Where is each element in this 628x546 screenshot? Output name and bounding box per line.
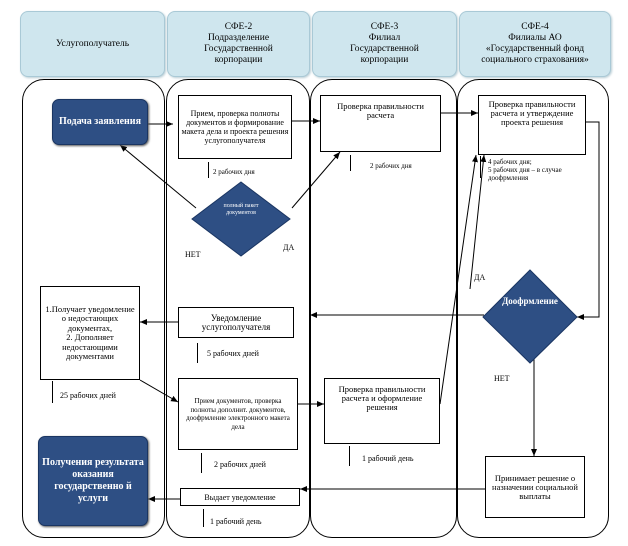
header-sfe3: СФЕ-3 Филиал Государственной корпорации [312, 11, 457, 77]
timing-3: 4 рабочих дня; 5 рабочих дня – в случае … [488, 158, 588, 182]
notify-recipient-box: Уведомление услугополучателя [178, 307, 294, 338]
header-sfe3-text: СФЕ-3 Филиал Государственной корпорации [350, 22, 419, 65]
decision-text: Принимает решение о назначении социально… [492, 472, 578, 501]
timing-tick-7 [349, 446, 350, 466]
timing-tick-4 [197, 343, 198, 363]
result-text: Получения результата оказания государств… [42, 457, 144, 504]
timing-tick-6 [201, 453, 202, 473]
recipient-actions-box: 1.Получает уведомление о недостающих док… [40, 286, 140, 380]
header-recipient-text: Услугополучатель [55, 38, 130, 49]
label-yes-right: ДА [474, 273, 486, 282]
receive-check-text: Прием, проверка полноты документов и фор… [181, 109, 289, 145]
full-package-text: полный пакет документов [223, 203, 259, 216]
timing-tick-2 [350, 155, 351, 171]
submit-text: Подача заявления [59, 116, 141, 127]
timing-6: 2 рабочих дней [214, 460, 266, 469]
timing-7: 1 рабочий день [362, 454, 414, 463]
header-sfe2-text: СФЕ-2 Подразделение Государственной корп… [204, 22, 273, 65]
timing-3-text: 4 рабочих дня; 5 рабочих дня – в случае … [488, 158, 562, 182]
timing-tick-1 [208, 162, 209, 178]
decision-box: Принимает решение о назначении социально… [485, 456, 585, 518]
header-recipient: Услугополучатель [20, 11, 165, 77]
diamond-full-package [191, 181, 291, 257]
label-yes-left: ДА [283, 243, 295, 252]
timing-tick-5 [52, 381, 53, 403]
header-sfe4-text: СФЕ-4 Филиалы АО «Государственный фонд с… [481, 22, 589, 65]
check-calc-box: Проверка правильности расчета [320, 95, 441, 152]
check-approve-text: Проверка правильности расчета и утвержде… [488, 99, 576, 127]
timing-2: 2 рабочих дня [370, 162, 412, 170]
result-terminal: Получения результата оказания государств… [38, 436, 148, 526]
issue-notice-box: Выдает уведомление [180, 488, 300, 506]
timing-4: 5 рабочих дней [207, 349, 259, 358]
full-package-label: полный пакет документов [214, 203, 268, 217]
timing-8: 1 рабочий день [210, 517, 262, 526]
receive-docs-text: Прием документов, проверка полноты допол… [186, 397, 290, 431]
receive-check-box: Прием, проверка полноты документов и фор… [178, 95, 292, 159]
submit-terminal: Подача заявления [52, 99, 148, 145]
header-sfe4: СФЕ-4 Филиалы АО «Государственный фонд с… [459, 11, 611, 77]
doform-label: Доофрмление [500, 296, 560, 306]
timing-1: 2 рабочих дня [213, 168, 255, 176]
notify-recipient-text: Уведомление услугополучателя [201, 312, 271, 332]
check-calc-form-text: Проверка правильности расчета и оформлен… [338, 384, 426, 412]
timing-tick-3 [480, 156, 481, 178]
doform-text: Доофрмление [502, 296, 558, 306]
label-no-right: НЕТ [494, 374, 510, 383]
timing-tick-8 [203, 509, 204, 527]
header-sfe2: СФЕ-2 Подразделение Государственной корп… [167, 11, 310, 77]
receive-docs-box: Прием документов, проверка полноты допол… [178, 378, 298, 450]
check-calc-form-box: Проверка правильности расчета и оформлен… [324, 378, 440, 444]
check-calc-text: Проверка правильности расчета [337, 101, 424, 120]
diamond-doform [482, 269, 578, 364]
check-approve-box: Проверка правильности расчета и утвержде… [478, 95, 586, 155]
recipient-actions-text: 1.Получает уведомление о недостающих док… [45, 303, 135, 361]
issue-notice-text: Выдает уведомление [204, 492, 276, 502]
label-no-left: НЕТ [185, 250, 201, 259]
timing-5: 25 рабочих дней [60, 391, 116, 400]
